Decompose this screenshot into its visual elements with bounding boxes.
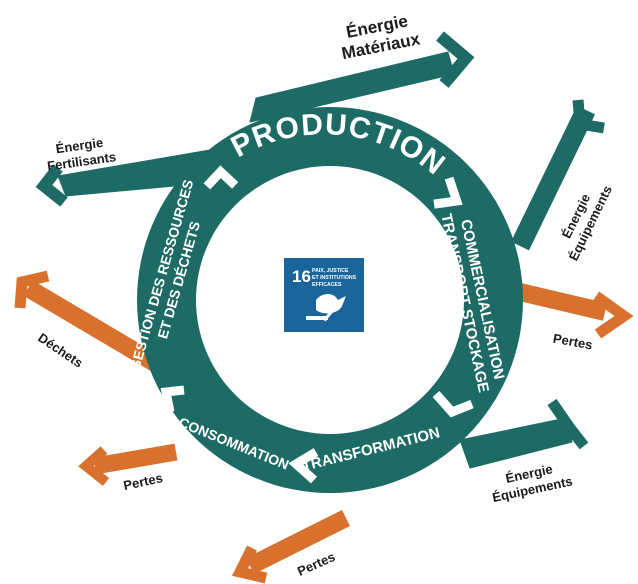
chevron-icon	[433, 176, 463, 209]
label-energie-equipements-bottom: Énergie Équipements	[491, 461, 574, 505]
sdg16-title-line2: ET INSTITUTIONS	[312, 275, 357, 281]
dove-gavel-icon	[306, 294, 346, 322]
input-arrows	[35, 31, 605, 469]
energie-fertilisants-line1: Énergie	[55, 135, 104, 156]
chevron-icon	[288, 448, 319, 484]
chevron-icon	[432, 391, 474, 418]
label-energie-materiaux: Énergie Matériaux	[340, 11, 422, 63]
pertes-bottom-text: Pertes	[295, 549, 337, 579]
pertes-left-text: Pertes	[122, 470, 164, 493]
label-pertes-bottom: Pertes	[295, 549, 337, 579]
label-pertes-left: Pertes	[122, 470, 164, 493]
label-dechets: Déchets	[35, 330, 85, 371]
pertes-right-arrow	[517, 283, 634, 339]
energie-materiaux-arrow	[249, 31, 475, 123]
label-energie-equipements-top: Énergie Équipements	[559, 183, 615, 263]
pertes-bottom-arrow	[231, 509, 351, 584]
chevron-icon	[203, 165, 239, 190]
sdg16-title-line1: PAIX, JUSTICE	[312, 268, 349, 274]
dechets-text: Déchets	[35, 330, 85, 371]
stage-chevrons	[160, 165, 474, 484]
pertes-left-arrow	[78, 443, 178, 486]
sdg16-title-line3: EFFICACES	[312, 282, 342, 288]
energie-equipements-bottom-arrow	[459, 398, 589, 469]
energie-equipements-top-arrow	[511, 99, 605, 251]
pertes-right-text: Pertes	[552, 331, 594, 353]
sdg16-number: 16	[292, 267, 311, 286]
chevron-icon	[160, 385, 185, 413]
label-pertes-right: Pertes	[552, 331, 594, 353]
sdg16-badge: 16 PAIX, JUSTICE ET INSTITUTIONS EFFICAC…	[284, 258, 364, 332]
